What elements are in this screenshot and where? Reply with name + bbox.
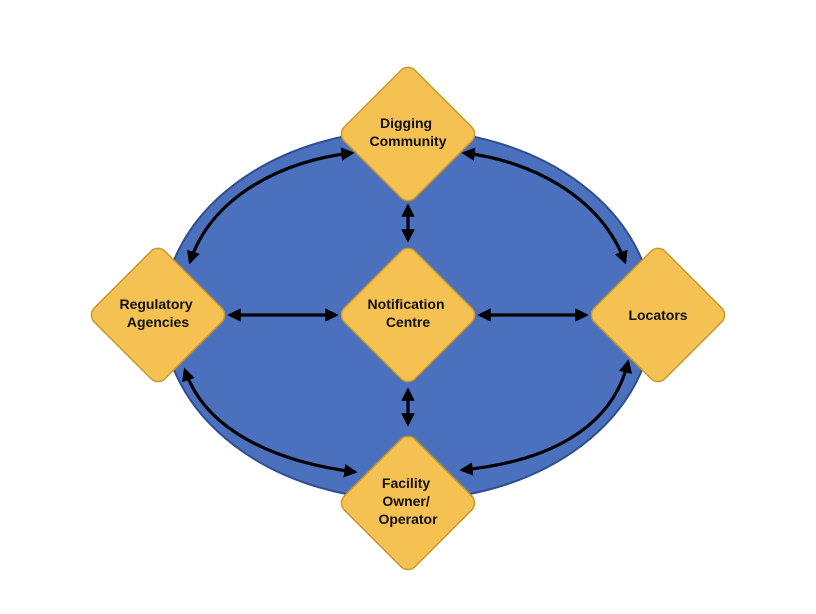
connector-arrows bbox=[182, 147, 633, 478]
svg-text:Facility Owner/ Op: Facility Owner/ Operator bbox=[378, 475, 438, 527]
node-label-line: Notification bbox=[368, 296, 445, 312]
node-facility-owner-operator: Facility Owner/ Operator bbox=[340, 435, 476, 571]
svg-text:Digging Community: Digging Community bbox=[370, 115, 447, 149]
diamond-shape bbox=[590, 247, 726, 383]
node-label-line: Centre bbox=[386, 314, 431, 330]
node-label-line: Regulatory bbox=[119, 296, 192, 312]
svg-text:Regulatory Agencies: Regulatory Agencies bbox=[119, 296, 196, 330]
arrow-locators-facility bbox=[459, 359, 633, 476]
diamond-shape bbox=[90, 247, 226, 383]
node-label-line: Operator bbox=[378, 511, 438, 527]
node-locators: Locators bbox=[590, 247, 726, 383]
node-label-line: Community bbox=[370, 133, 447, 149]
diamond-shape bbox=[340, 435, 476, 571]
node-regulatory-agencies: Regulatory Agencies bbox=[90, 247, 226, 383]
node-label-line: Locators bbox=[628, 307, 687, 323]
arrow-digging-regulatory bbox=[186, 147, 355, 265]
node-label-line: Agencies bbox=[127, 314, 189, 330]
node-digging-community: Digging Community bbox=[340, 66, 476, 202]
node-notification-centre: Notification Centre bbox=[340, 247, 476, 383]
diamond-shape bbox=[340, 66, 476, 202]
diamond-shape bbox=[340, 247, 476, 383]
node-label-line: Digging bbox=[380, 115, 432, 131]
svg-text:Locators: Locators bbox=[628, 307, 687, 323]
node-label-line: Facility bbox=[382, 475, 430, 491]
arrow-digging-locators bbox=[461, 147, 628, 265]
node-label-line: Owner/ bbox=[382, 493, 430, 509]
arrow-regulatory-facility bbox=[182, 367, 358, 478]
svg-text:Notification Centre: Notification Centre bbox=[368, 296, 449, 330]
